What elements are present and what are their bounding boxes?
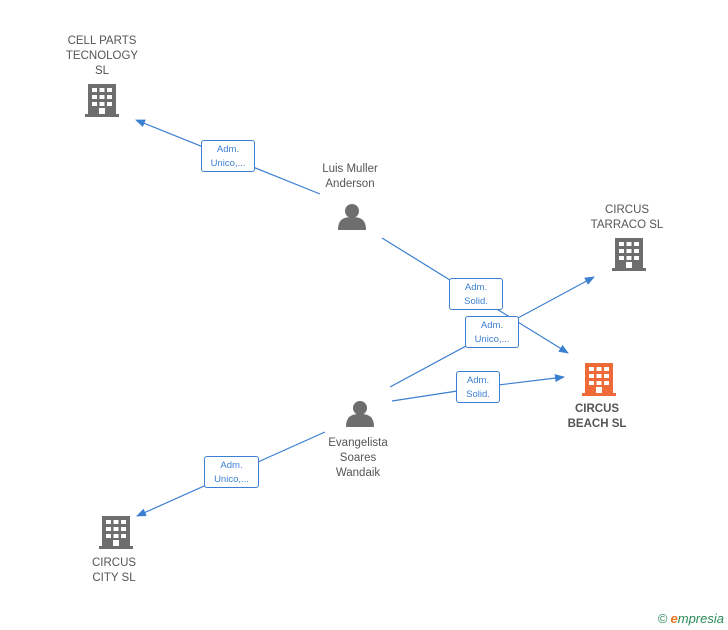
edge-label-luis-cell-parts[interactable]: Adm. Unico,... [201, 140, 255, 172]
node-label-circus-tarraco[interactable]: CIRCUS TARRACO SL [590, 204, 664, 231]
empresia-brand[interactable]: ©empresia [658, 611, 724, 626]
building-icon[interactable] [85, 84, 119, 117]
node-label-evangelista-soares-wandaik[interactable]: Evangelista Soares Wandaik [328, 437, 388, 479]
node-label-circus-beach[interactable]: CIRCUS BEACH SL [567, 403, 627, 430]
copyright-icon: © [657, 611, 668, 626]
building-icon-highlighted[interactable] [582, 363, 616, 396]
node-label-luis-muller-anderson[interactable]: Luis Muller Anderson [322, 163, 378, 190]
building-icon[interactable] [612, 238, 646, 271]
node-label-circus-city[interactable]: CIRCUS CITY SL [91, 557, 137, 584]
edge-label-evangelista-city[interactable]: Adm. Unico,... [204, 456, 259, 488]
person-icon[interactable] [338, 204, 366, 230]
edge-label-evangelista-beach[interactable]: Adm. Solid. [456, 371, 500, 403]
brand-name: mpresia [677, 611, 724, 626]
brand-initial: e [670, 611, 678, 626]
building-icon[interactable] [99, 516, 133, 549]
node-label-cell-parts-tecnology[interactable]: CELL PARTS TECNOLOGY SL [65, 35, 139, 77]
person-icon[interactable] [346, 401, 374, 427]
edge-label-luis-beach[interactable]: Adm. Solid. [449, 278, 503, 310]
edge-label-evangelista-tarraco[interactable]: Adm. Unico,... [465, 316, 519, 348]
